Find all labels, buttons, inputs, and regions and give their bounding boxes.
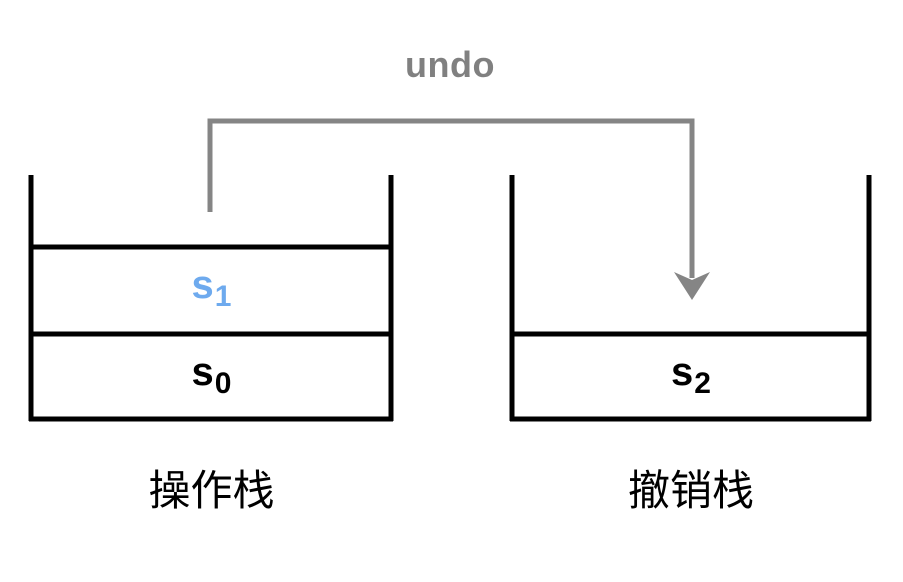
- operation-stack-cell-s1: s1: [31, 265, 392, 312]
- operation-stack-shape: [28, 175, 394, 422]
- operation-stack-cell-s1-base: s: [191, 263, 214, 307]
- operation-stack-cell-s0: s0: [31, 352, 392, 399]
- operation-stack-cell-s1-subscript: 1: [214, 280, 232, 314]
- operation-stack-cell-s0-base: s: [191, 350, 214, 394]
- undo-arrow-label: undo: [405, 44, 495, 85]
- undo-arrow-head: [674, 272, 710, 300]
- undo-stack-shape: [509, 175, 872, 422]
- undo-arrow: [207, 118, 710, 300]
- undo-stack-cell-s2-subscript: 2: [694, 367, 711, 401]
- operation-stack-caption: 操作栈: [148, 467, 275, 514]
- undo-stack-caption: 撤销栈: [627, 467, 754, 514]
- operation-stack-cell-s0-subscript: 0: [214, 367, 232, 401]
- undo-stack-cell-s2: s2: [512, 352, 870, 399]
- undo-stack-cell-s2-base: s: [671, 350, 694, 394]
- undo-arrow-path: [207, 118, 695, 278]
